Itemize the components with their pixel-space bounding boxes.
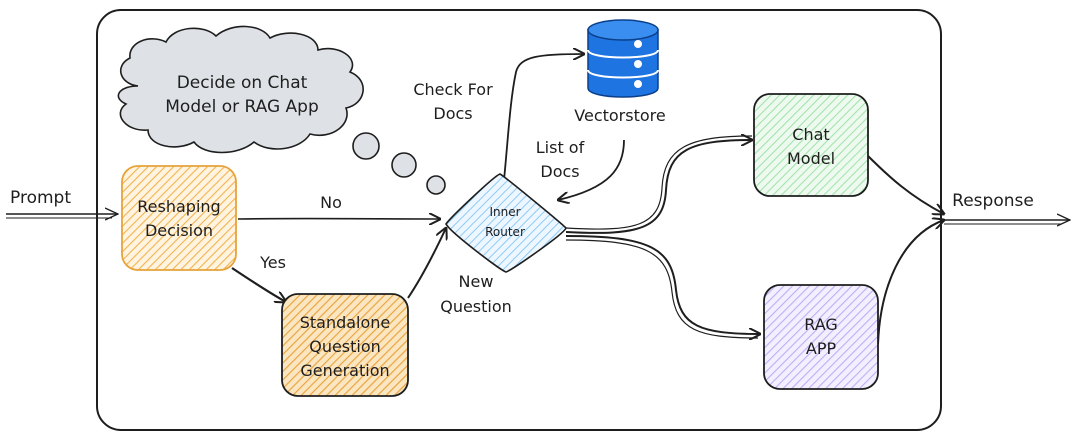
reshaping-line2: Decision [145, 221, 213, 240]
standalone-line3: Generation [300, 361, 389, 380]
vectorstore-label: Vectorstore [574, 106, 665, 125]
reshaping-line1: Reshaping [137, 197, 220, 216]
router-chat-arrow [565, 140, 752, 234]
chat-line2: Model [787, 149, 835, 168]
new-question-label-line1: New [459, 272, 494, 291]
node-reshaping-decision: Reshaping Decision [121, 165, 237, 271]
rag-response-arrow [877, 220, 944, 345]
chat-response-arrow [865, 153, 944, 214]
yes-label: Yes [259, 253, 286, 272]
list-docs-arrow [558, 139, 625, 200]
check-docs-label-line1: Check For [413, 80, 493, 99]
standalone-line2: Question [309, 337, 381, 356]
node-inner-router: Inner Router [445, 173, 567, 273]
node-chat-model: Chat Model [753, 93, 869, 197]
check-docs-arrow [503, 54, 584, 181]
node-standalone-question: Standalone Question Generation [281, 293, 409, 397]
node-rag-app: RAG APP [763, 284, 879, 390]
edges [6, 54, 1070, 345]
router-rag-arrow [565, 235, 760, 334]
no-label: No [320, 193, 342, 212]
list-docs-label-line2: Docs [540, 162, 579, 181]
thought-cloud: Decide on Chat Model or RAG App [117, 25, 446, 195]
standalone-line1: Standalone [300, 313, 391, 332]
thought-text-line2: Model or RAG App [165, 97, 318, 117]
new-question-arrow [407, 228, 446, 299]
thought-bubble-medium [391, 152, 417, 178]
router-line1: Inner [489, 205, 520, 219]
thought-text-line1: Decide on Chat [177, 73, 308, 93]
response-label: Response [952, 191, 1034, 211]
list-docs-label-line1: List of [536, 138, 585, 157]
rag-line2: APP [806, 339, 837, 358]
node-vectorstore: Vectorstore [574, 19, 666, 125]
thought-bubble-large [352, 132, 380, 160]
yes-arrow [231, 267, 286, 302]
database-icon [587, 19, 659, 98]
chat-line1: Chat [792, 125, 829, 144]
thought-bubble-small [426, 175, 446, 195]
router-line2: Router [485, 225, 525, 239]
prompt-label: Prompt [10, 188, 71, 208]
rag-line1: RAG [804, 315, 838, 334]
new-question-label-line2: Question [440, 297, 512, 316]
check-docs-label-line2: Docs [433, 104, 472, 123]
